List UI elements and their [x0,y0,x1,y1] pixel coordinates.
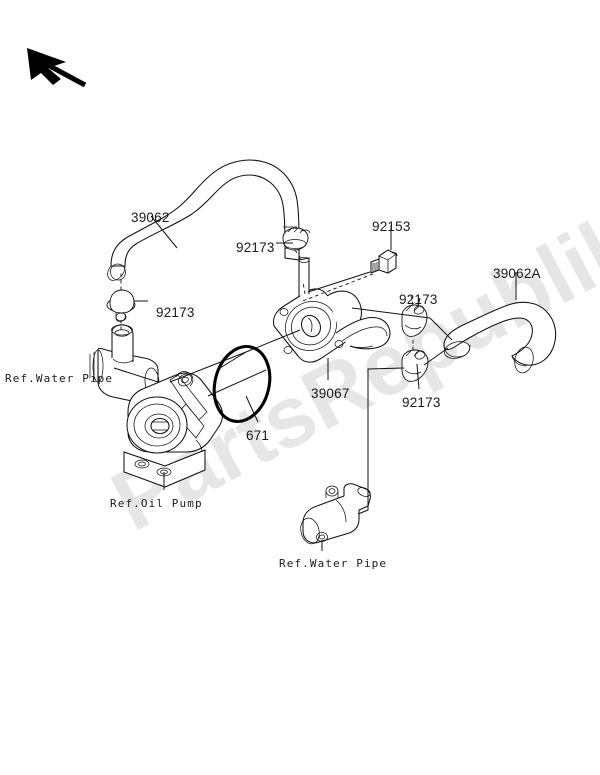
part-bolt [370,249,398,274]
part-hose-clamp-right-upper [401,304,428,337]
part-label-39062A: 39062A [493,266,541,281]
ref-label-water-pipe-left: Ref.Water Pipe [5,372,114,385]
part-o-ring [212,345,272,423]
part-label-671: 671 [246,428,270,443]
part-label-92173-upper: 92173 [236,240,275,255]
leader-lines [113,215,517,551]
ref-oil-pump-housing [123,371,224,488]
part-hose-clamp-left [106,289,136,322]
part-label-92153: 92153 [372,219,411,234]
assembly-dashed-lines [120,249,414,350]
part-water-hose-right [443,301,557,374]
part-hose-clamp-upper [282,227,311,251]
mouse-pointer-icon [27,48,87,88]
part-water-pump-cover [273,257,391,363]
part-label-92173-right-lower: 92173 [402,395,441,410]
part-label-92173-left: 92173 [156,305,195,320]
part-label-92173-right-upper: 92173 [399,292,438,307]
ref-label-oil-pump: Ref.Oil Pump [110,497,203,510]
ref-water-pipe-lower [300,483,371,545]
part-label-39067: 39067 [311,386,350,401]
part-label-39062: 39062 [131,210,170,225]
ref-label-water-pipe-lower: Ref.Water Pipe [279,557,388,570]
